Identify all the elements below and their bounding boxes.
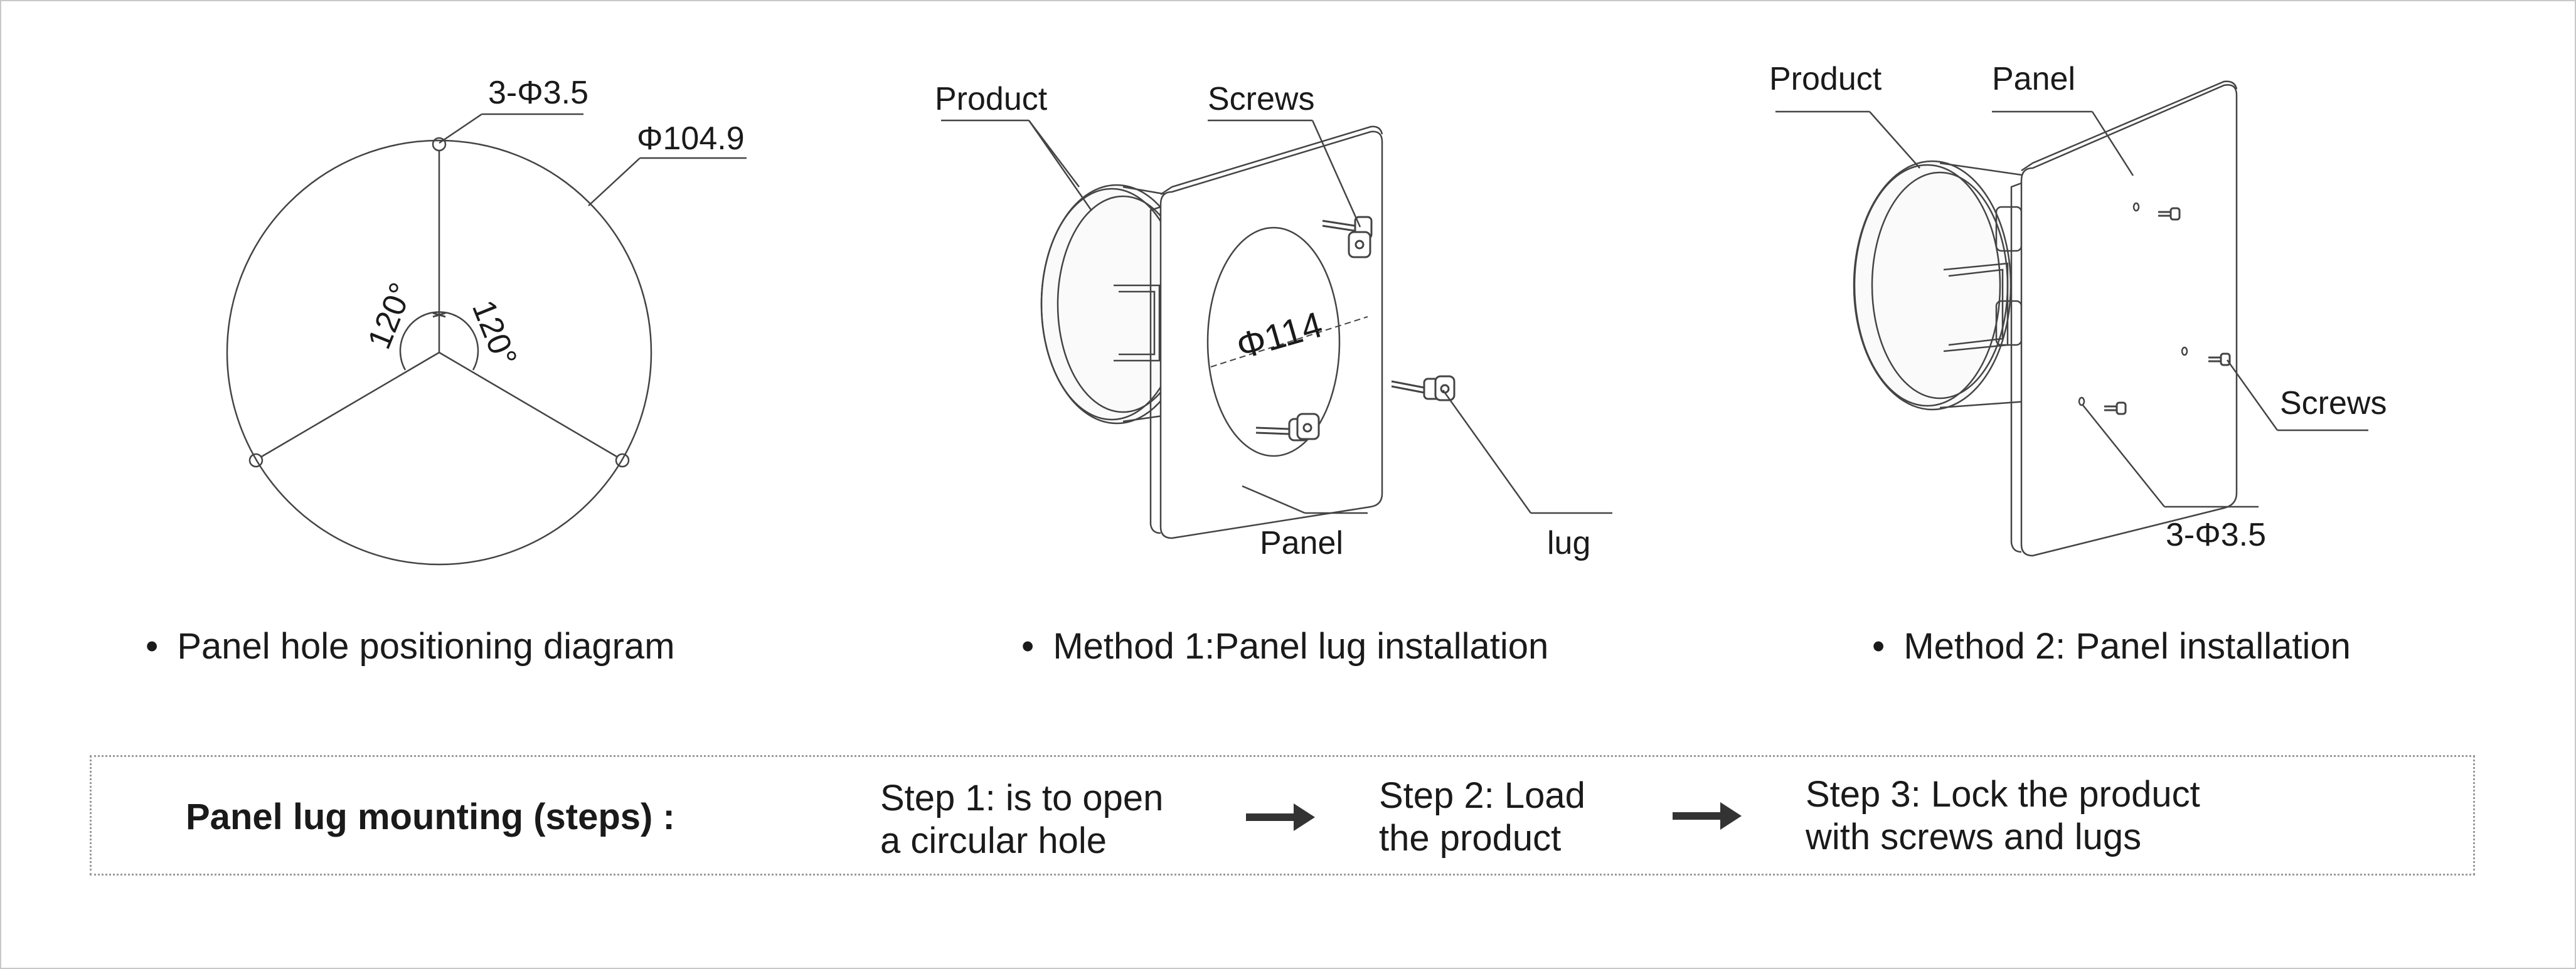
step-3-line-1: Step 3: Lock the product xyxy=(1806,774,2200,815)
product-bracket-inner xyxy=(1119,290,1156,356)
lug-leader xyxy=(1442,389,1532,514)
panel3-screw-1 xyxy=(2158,207,2181,221)
step-2-line-2: the product xyxy=(1379,818,1562,859)
product-bracket xyxy=(1114,284,1161,362)
product-body-top xyxy=(1122,186,1168,196)
method2-hole-label: 3-Φ3.5 xyxy=(2166,517,2266,553)
panel3-hole-3 xyxy=(2078,396,2085,406)
arrow-right-icon xyxy=(1246,803,1315,831)
arrow-right-icon xyxy=(1673,802,1742,830)
step-1: Step 1: is to open a circular hole xyxy=(880,777,1163,862)
screws3-leader xyxy=(2226,359,2279,431)
angle-arc xyxy=(399,311,479,371)
bullet: • xyxy=(1872,626,1885,667)
panel-installation-diagram xyxy=(1775,80,2368,557)
mount-hole-left xyxy=(248,453,263,468)
method2-panel-label: Panel xyxy=(1992,61,2075,97)
step-3: Step 3: Lock the product with screws and… xyxy=(1806,773,2200,859)
panel-leader xyxy=(1242,485,1306,514)
installation-figures: 3-Φ3.5 Φ104.9 120° 120° xyxy=(226,61,2387,566)
arc-arrow-right xyxy=(435,312,446,318)
product3-bracket xyxy=(1943,262,2009,352)
panel3-plate xyxy=(2020,84,2238,557)
method1-screws-label: Screws xyxy=(1208,81,1314,117)
product3-front-ring-edge xyxy=(1853,164,2001,407)
panel3-screw-3 xyxy=(2104,401,2127,415)
step-2-line-1: Step 2: Load xyxy=(1379,775,1585,816)
caption-method-1: • Method 1:Panel lug installation xyxy=(1021,628,1548,665)
hole-leader xyxy=(439,113,482,144)
panel-plate xyxy=(1159,130,1383,539)
radius-line-left xyxy=(261,351,440,458)
method1-panel-label: Panel xyxy=(1260,525,1343,561)
step-3-line-2: with screws and lugs xyxy=(1806,817,2142,857)
mounting-steps-box: Panel lug mounting (steps) : Step 1: is … xyxy=(90,755,2475,876)
lug-loose xyxy=(1391,375,1456,401)
mount-hole-right xyxy=(615,453,630,468)
radius-line-right xyxy=(439,351,617,458)
product-body-bottom xyxy=(1122,414,1168,423)
hole-dimension-line xyxy=(1210,316,1368,368)
diameter-leader xyxy=(588,157,641,206)
screws-leader xyxy=(1311,120,1361,228)
panel3-plate-top-edge xyxy=(2021,80,2238,172)
panel3-hole-1 xyxy=(2132,202,2140,212)
panel-plate-edge xyxy=(1149,206,1161,534)
caption-method-2: • Method 2: Panel installation xyxy=(1872,628,2351,665)
holes3-leader xyxy=(2082,405,2165,507)
steps-title: Panel lug mounting (steps) : xyxy=(186,797,675,837)
screw-bottom xyxy=(1255,413,1320,442)
caption-text: Method 2: Panel installation xyxy=(1903,626,2351,667)
panel-circular-hole xyxy=(1206,226,1341,457)
step-1-line-1: Step 1: is to open xyxy=(880,778,1164,818)
panel3-hole-2 xyxy=(2181,346,2188,356)
panel3-screw-2 xyxy=(2208,352,2231,366)
caption-hole-positioning: • Panel hole positioning diagram xyxy=(146,628,675,665)
diameter-spec-label: Φ104.9 xyxy=(637,120,745,157)
product3-bracket-inner xyxy=(1948,268,2004,346)
step-2: Step 2: Load the product xyxy=(1379,775,1585,860)
angle-label-left: 120° xyxy=(361,278,420,354)
method2-screws-label: Screws xyxy=(2280,385,2387,421)
panel-plate-top-edge xyxy=(1160,125,1383,196)
caption-text: Panel hole positioning diagram xyxy=(177,626,675,667)
caption-text: Method 1:Panel lug installation xyxy=(1053,626,1549,667)
product3-leader xyxy=(1869,111,1920,169)
panel3-leader xyxy=(2091,111,2134,176)
method2-product-label: Product xyxy=(1769,61,1882,97)
step-1-line-2: a circular hole xyxy=(880,820,1107,861)
hole-spec-label: 3-Φ3.5 xyxy=(488,75,588,111)
lug-installation-diagram xyxy=(941,119,1612,539)
panel-circle xyxy=(226,139,652,566)
method1-lug-label: lug xyxy=(1547,525,1590,561)
bullet: • xyxy=(1021,626,1035,667)
method1-product-label: Product xyxy=(935,81,1048,117)
hole-positioning-diagram xyxy=(226,113,747,566)
product3-body-top xyxy=(1939,162,2027,177)
screw-top xyxy=(1322,216,1373,258)
product-leader-b xyxy=(1028,120,1093,211)
bullet: • xyxy=(146,626,159,667)
panel3-plate-edge xyxy=(2010,182,2022,553)
